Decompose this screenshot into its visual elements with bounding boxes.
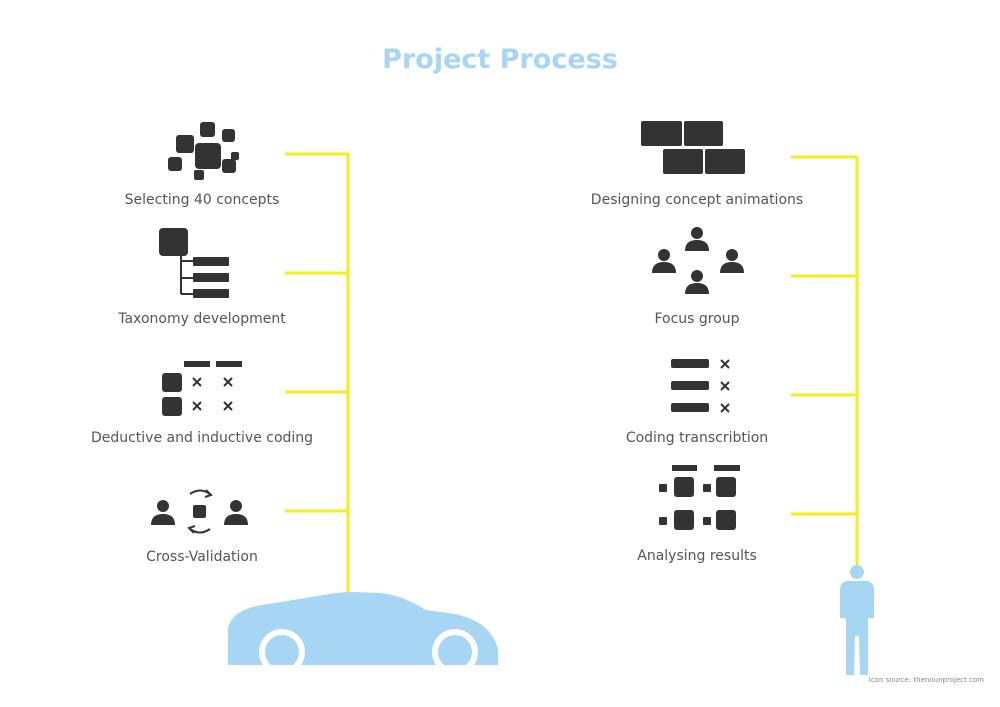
- step-label-taxonomy: Taxonomy development: [118, 311, 286, 327]
- analysis-icon: [659, 465, 740, 530]
- car-icon: [220, 592, 510, 677]
- cluster-icon: [168, 122, 239, 180]
- left-connector: [285, 152, 350, 592]
- step-label-focus-group: Focus group: [654, 311, 740, 327]
- group-icon: [652, 227, 744, 294]
- cross-validation-icon: [151, 489, 248, 534]
- step-label-transcription: Coding transcribtion: [625, 430, 769, 446]
- step-label-animations: Designing concept animations: [590, 192, 804, 208]
- icon-credit: Icon source: thenounproject.com: [868, 676, 984, 684]
- step-label-selecting-concepts: Selecting 40 concepts: [124, 192, 280, 208]
- bricks-icon: [641, 121, 745, 174]
- right-connector: [791, 155, 859, 565]
- person-icon: [840, 565, 874, 675]
- step-label-coding: Deductive and inductive coding: [90, 430, 314, 446]
- step-label-cross-validation: Cross-Validation: [146, 549, 258, 565]
- coding-grid-icon: [162, 361, 242, 416]
- hierarchy-icon: [159, 228, 229, 298]
- step-label-analysing: Analysing results: [637, 548, 757, 564]
- checklist-icon: [671, 359, 730, 413]
- page-title: Project Process: [382, 44, 618, 75]
